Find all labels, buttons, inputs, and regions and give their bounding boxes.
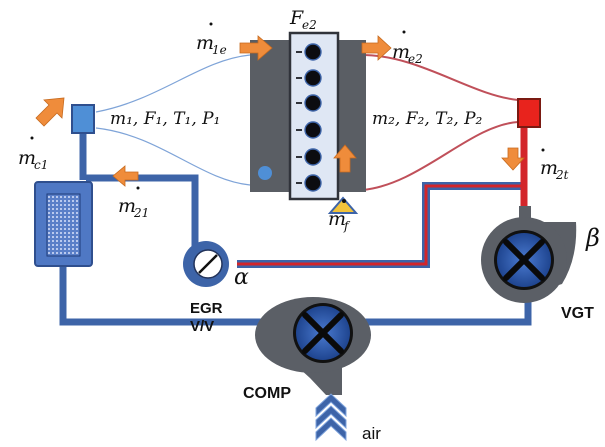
m1e-subscript: 1e bbox=[212, 43, 227, 57]
cylinder-6 bbox=[304, 174, 322, 192]
cylinder-5 bbox=[304, 148, 322, 166]
compressor bbox=[255, 297, 371, 395]
me2-subscript: e2 bbox=[408, 52, 423, 66]
cylinder-2 bbox=[304, 69, 322, 87]
me2-symbol: m bbox=[392, 41, 410, 63]
arrow-intake-out bbox=[35, 97, 65, 127]
fe2-subscript: e2 bbox=[302, 18, 317, 32]
egr-valve bbox=[183, 241, 229, 287]
dot-icon bbox=[136, 186, 140, 190]
cooler-to-comp-pipe bbox=[59, 265, 262, 326]
cylinder-4 bbox=[304, 121, 322, 139]
mc1-subscript: c1 bbox=[34, 158, 48, 172]
intake-runners bbox=[95, 54, 251, 186]
dot-icon bbox=[30, 136, 34, 140]
arrow-into-engine bbox=[239, 35, 273, 61]
m1e-symbol: m bbox=[196, 32, 214, 54]
label-m1e: m 1e bbox=[196, 22, 227, 57]
air-inlet-icon bbox=[315, 393, 347, 442]
mc1-symbol: m bbox=[18, 147, 36, 169]
valve-flap-icon bbox=[198, 254, 218, 274]
egr-label-line2: V/V bbox=[190, 318, 214, 335]
arrow-exhaust-down bbox=[501, 147, 525, 171]
egr-label-line1: EGR bbox=[190, 300, 223, 317]
vgt-label: VGT bbox=[561, 305, 594, 322]
engine-port-icon bbox=[258, 166, 272, 180]
fuel-injector-icon bbox=[327, 196, 359, 214]
fe2-symbol: F bbox=[289, 7, 304, 29]
exhaust-state-label: m₂, F₂, T₂, P₂ bbox=[372, 109, 483, 129]
alpha-label: α bbox=[234, 265, 249, 290]
label-m21: m 21 bbox=[118, 186, 149, 220]
cylinder-1 bbox=[304, 43, 322, 61]
intercooler bbox=[34, 181, 93, 267]
arrow-egr-return bbox=[112, 165, 139, 187]
mf-symbol: m bbox=[328, 208, 346, 230]
label-mf: m f bbox=[328, 208, 351, 233]
vgt-turbine bbox=[481, 206, 577, 303]
engine-block bbox=[250, 31, 366, 201]
cylinder-3 bbox=[304, 94, 322, 112]
air-label: air bbox=[362, 424, 381, 443]
red-egr-pipe bbox=[237, 122, 528, 268]
intake-manifold bbox=[71, 104, 95, 134]
cylinders bbox=[304, 43, 322, 192]
exhaust-manifold bbox=[517, 98, 541, 128]
arrow-fuel-up bbox=[333, 144, 357, 173]
label-me2: m e2 bbox=[392, 30, 423, 66]
m2t-subscript: 2t bbox=[555, 168, 569, 182]
label-fe2: F e2 bbox=[289, 7, 317, 32]
flow-arrows bbox=[35, 35, 525, 187]
comp-label: COMP bbox=[243, 385, 291, 402]
m21-symbol: m bbox=[118, 195, 136, 217]
beta-label: β bbox=[585, 224, 600, 252]
exhaust-runners bbox=[361, 54, 519, 191]
dot-icon bbox=[541, 148, 545, 152]
label-m2t: m 2t bbox=[540, 148, 569, 182]
dot-icon bbox=[402, 30, 406, 34]
m21-subscript: 21 bbox=[133, 206, 149, 220]
label-mc1: m c1 bbox=[18, 136, 48, 172]
mf-subscript: f bbox=[343, 219, 351, 233]
intake-state-label: m₁, F₁, T₁, P₁ bbox=[110, 109, 220, 129]
m2t-symbol: m bbox=[540, 157, 558, 179]
dot-icon bbox=[209, 22, 213, 26]
arrow-out-of-engine bbox=[361, 35, 392, 61]
